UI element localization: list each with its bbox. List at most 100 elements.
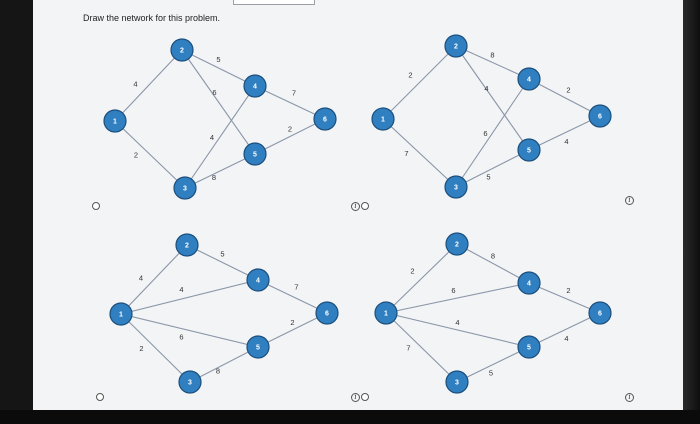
node-label: 2 [454,44,458,51]
edge-weight-label: 2 [408,71,412,80]
edge-weight-label: 6 [179,333,183,342]
network-edge [456,346,530,383]
network-edge [186,244,259,281]
node-label: 3 [183,186,187,193]
edge-weight-label: 5 [486,173,490,182]
network-edge [181,49,256,87]
info-icon[interactable]: i [625,393,634,402]
edge-weight-label: 8 [212,173,216,182]
edge-weight-label: 8 [491,252,495,261]
network-edge [455,78,530,188]
network-edge [528,312,601,348]
node-label: 5 [527,345,531,352]
edge-weight-label: 6 [212,88,216,97]
edge-weight-label: 4 [455,318,459,327]
network-node [517,67,541,91]
edge-weight-label: 5 [216,55,220,64]
network-node [444,34,468,58]
network-edge [184,153,256,189]
edge-weight-label: 6 [483,129,487,138]
network-edge [528,78,601,117]
info-icon[interactable]: i [625,196,634,205]
network-edge [184,85,256,189]
node-label: 6 [325,311,329,318]
info-icon[interactable]: i [351,393,360,402]
network-edge [114,49,183,122]
edge-weight-label: 4 [139,274,143,283]
node-label: 6 [598,114,602,121]
edge-weight-label: 4 [133,80,137,89]
node-label: 3 [455,380,459,387]
node-label: 4 [253,84,257,91]
edge-weight-label: 8 [216,367,220,376]
edge-weight-label: 2 [566,286,570,295]
option-a-radio[interactable] [92,202,100,210]
network-edge [120,313,191,383]
network-node [444,175,468,199]
node-label: 1 [119,312,123,319]
network-edge [257,312,328,348]
network-node [445,370,469,394]
network-edge [189,346,259,383]
network-node [371,107,395,131]
network-edge [528,282,601,314]
node-label: 4 [527,77,531,84]
network-edge [385,282,530,314]
network-node [243,74,267,98]
edge-weight-label: 7 [292,89,296,98]
network-edge [382,45,457,120]
node-label: 4 [527,281,531,288]
network-edge [385,312,458,383]
network-edge [120,244,188,315]
network-node [246,268,270,292]
network-node [517,271,541,295]
network-node [173,176,197,200]
network-edge [257,279,328,314]
node-label: 3 [188,380,192,387]
node-label: 1 [381,117,385,124]
network-node [175,233,199,257]
edge-weight-label: 7 [294,283,298,292]
window-tab [233,0,315,5]
network-node [103,109,127,133]
network-edge [114,120,186,189]
network-edge [455,45,530,80]
option-d-radio[interactable] [361,393,369,401]
edge-weight-label: 2 [288,125,292,134]
edge-weight-label: 5 [489,369,493,378]
network-edge [455,149,530,188]
network-edge [455,45,530,151]
network-edge [120,279,259,315]
network-node [588,104,612,128]
node-label: 3 [454,185,458,192]
edge-weight-label: 2 [139,344,143,353]
network-node [170,38,194,62]
edge-weight-label: 2 [566,86,570,95]
network-edge [382,118,457,188]
info-icon[interactable]: i [351,202,360,211]
option-c-radio[interactable] [96,393,104,401]
node-label: 5 [256,345,260,352]
network-edge [120,313,259,348]
node-label: 2 [185,243,189,250]
edge-weight-label: 4 [210,133,214,142]
edge-weight-label: 7 [406,344,410,353]
edge-weight-label: 2 [410,267,414,276]
network-edge [385,312,530,348]
edge-weight-label: 4 [564,137,568,146]
edge-weight-label: 4 [484,84,488,93]
edge-weight-label: 2 [290,318,294,327]
node-label: 4 [256,278,260,285]
node-label: 5 [527,148,531,155]
node-label: 2 [180,48,184,55]
option-b-radio[interactable] [361,202,369,210]
edge-weight-label: 6 [451,286,455,295]
network-node [313,107,337,131]
network-node [109,302,133,326]
monitor-bezel-bottom [0,410,700,424]
edge-weight-label: 7 [404,149,408,158]
network-edge [385,243,458,314]
network-node [178,370,202,394]
